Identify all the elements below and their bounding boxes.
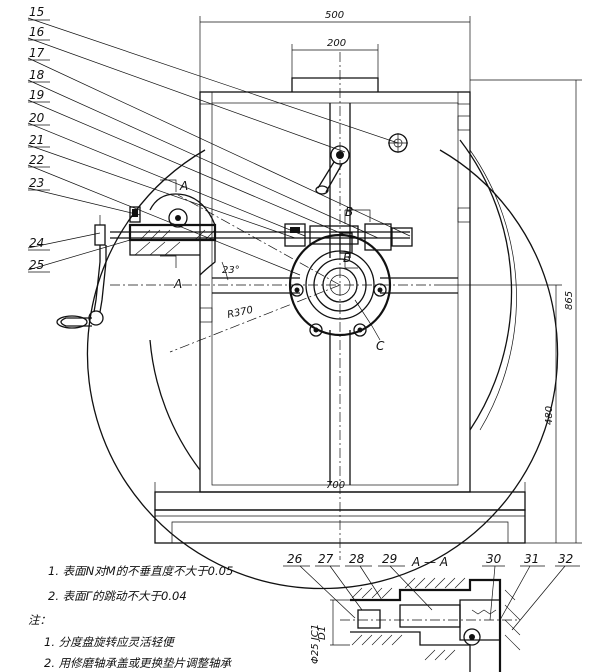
- requirement-2: 2. 表面Γ的跳动不大于0.04: [48, 589, 187, 603]
- note-2: 2. 用修磨轴承盖或更换垫片调整轴承: [44, 656, 232, 670]
- dim-200: 200: [327, 38, 346, 49]
- dimension-lines: [154, 16, 582, 544]
- dim-865: 865: [564, 291, 575, 310]
- part-label-32: 32: [558, 552, 573, 566]
- note-1: 1. 分度盘旋转应灵活轻便: [44, 635, 174, 649]
- part-label-21: 21: [29, 133, 44, 147]
- notes-heading: 注：: [28, 613, 51, 627]
- requirement-1: 1. 表面N对M的不垂直度不大于0.05: [48, 564, 234, 578]
- index-disc: [86, 139, 559, 590]
- section-mark-c: C: [376, 339, 385, 353]
- dim-d1: D1: [317, 626, 328, 640]
- part-label-25: 25: [29, 258, 44, 272]
- hand-crank: [56, 245, 107, 329]
- clamp-lever: [315, 133, 408, 195]
- part-label-18: 18: [29, 68, 45, 82]
- part-label-24: 24: [29, 236, 44, 250]
- part-label-28: 28: [349, 552, 365, 566]
- part-label-22: 22: [29, 153, 44, 167]
- section-mark-a-bottom: A: [173, 277, 182, 291]
- dim-480: 480: [544, 406, 555, 425]
- part-label-19: 19: [29, 88, 44, 102]
- part-label-30: 30: [486, 552, 502, 566]
- left-bracket: [128, 179, 217, 276]
- section-mark-b-upper: B: [345, 205, 353, 219]
- dim-angle: 23°: [222, 265, 240, 276]
- part-label-27: 27: [318, 552, 334, 566]
- part-label-16: 16: [29, 25, 45, 39]
- section-title: A — A: [411, 555, 448, 569]
- dim-phi25: Φ25 JC1: [310, 624, 321, 664]
- dimension-labels: 500 200 700 R370 23° 865 480 D1 Φ25 JC1: [222, 10, 575, 664]
- part-labels: 15 16 17 18 19 20 21 22 23 24 25 26 27 2…: [29, 5, 573, 566]
- index-rod: [94, 209, 413, 269]
- part-label-20: 20: [29, 111, 45, 125]
- dim-700: 700: [326, 480, 345, 491]
- section-marks: A A B B C A — A: [173, 179, 448, 569]
- section-a-a: [283, 565, 580, 672]
- leader-lines: [27, 17, 411, 276]
- part-label-17: 17: [29, 46, 45, 60]
- part-label-31: 31: [524, 552, 539, 566]
- part-label-26: 26: [287, 552, 303, 566]
- section-mark-a-top: A: [179, 179, 188, 193]
- part-label-23: 23: [29, 176, 44, 190]
- base: [154, 491, 526, 544]
- dim-r370: R370: [226, 305, 254, 321]
- centerlines: [110, 52, 440, 560]
- section-mark-b-lower: B: [343, 251, 351, 265]
- part-label-29: 29: [382, 552, 397, 566]
- dim-500: 500: [325, 10, 344, 21]
- part-label-15: 15: [29, 5, 44, 19]
